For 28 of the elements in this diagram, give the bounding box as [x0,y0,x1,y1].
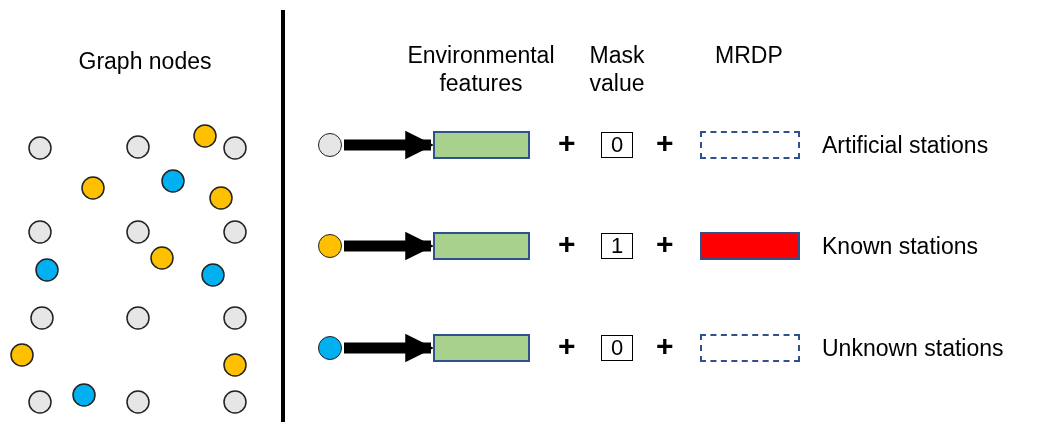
row-label: Known stations [822,232,978,260]
column-header: Environmental features [406,42,556,98]
plus-sign: + [558,229,576,259]
feature-bar [433,334,530,362]
station-node-circle [318,133,342,157]
mask-value-box: 0 [601,335,633,361]
plus-sign: + [656,128,674,158]
empty-mrdp-slot [700,334,800,362]
station-node-circle [318,234,342,258]
plus-sign: + [656,331,674,361]
station-node-circle [318,336,342,360]
feature-bar [433,131,530,159]
mask-value-box: 1 [601,233,633,259]
column-header: MRDP [715,42,783,70]
feature-bar [433,232,530,260]
column-header: Mask value [588,42,646,98]
plus-sign: + [656,229,674,259]
plus-sign: + [558,331,576,361]
plus-sign: + [558,128,576,158]
arrow [344,333,434,363]
arrow [344,130,434,160]
row-label: Artificial stations [822,131,989,159]
panel-title: Graph nodes [78,48,212,76]
empty-mrdp-slot [700,131,800,159]
row-label: Unknown stations [822,334,1004,362]
arrow [344,231,434,261]
mask-value-box: 0 [601,132,633,158]
mrdp-bar [700,232,800,260]
